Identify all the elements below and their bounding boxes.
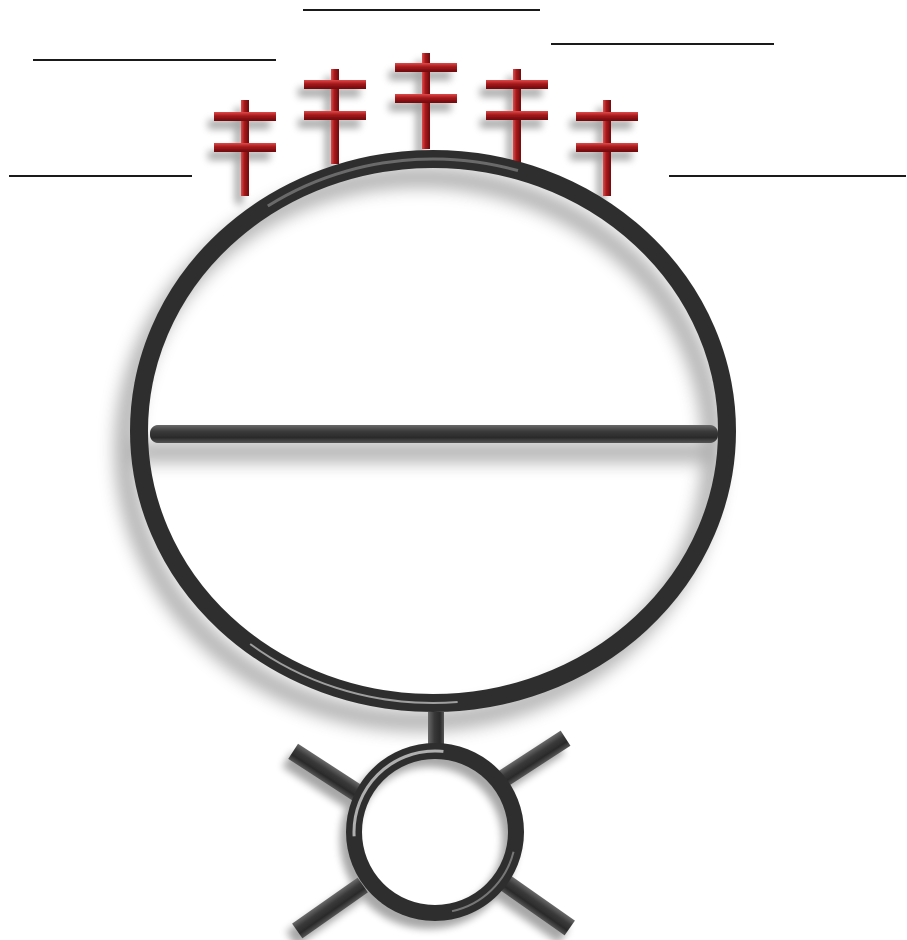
double-bar-cross-icon xyxy=(395,53,457,149)
crosses xyxy=(214,53,638,196)
double-bar-cross-icon xyxy=(304,69,366,164)
ring-with-bar-icon xyxy=(139,159,727,703)
spoke-lower-right xyxy=(499,875,575,936)
spoke-lower-left xyxy=(292,878,368,939)
spoke-upper-left xyxy=(288,744,362,800)
double-bar-cross-icon xyxy=(214,100,276,196)
center-bar xyxy=(150,425,718,443)
small-ring-with-spokes-icon xyxy=(288,731,575,939)
double-bar-cross-icon xyxy=(486,69,548,164)
double-bar-cross-icon xyxy=(576,100,638,196)
